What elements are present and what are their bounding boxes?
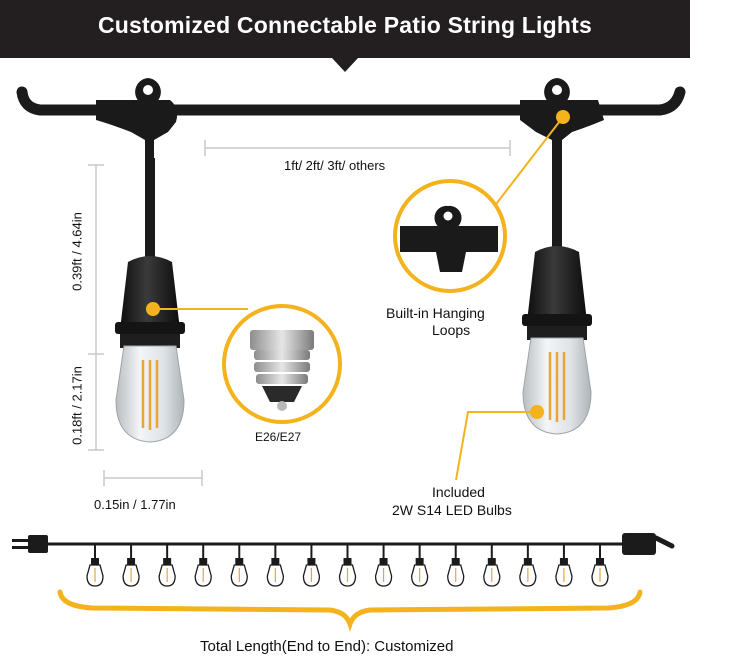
total-length-label: Total Length(End to End): Customized [200,638,454,655]
page-title: Customized Connectable Patio String Ligh… [98,12,592,38]
length-brace [57,589,643,632]
hanging-loop-detail [400,205,498,272]
bulb-width-label: 0.15in / 1.77in [94,497,176,512]
left-drop-wire [145,158,155,258]
base-type-label: E26/E27 [255,430,302,444]
right-socket [522,246,592,340]
plug-female [622,533,656,555]
string-bulb [374,544,393,587]
right-bulb [522,337,592,435]
string-bulb [158,544,176,587]
socket-height-label: 0.39ft / 4.64in [69,212,85,291]
string-bulb [555,544,573,587]
left-connector [96,78,178,160]
string-bulb [266,544,285,587]
right-connector [520,78,604,160]
string-bulb [447,544,465,587]
string-bulb [230,544,248,587]
main-cable [16,86,686,116]
spacing-label: 1ft/ 2ft/ 3ft/ others [284,158,386,173]
spacing-dimension [204,140,511,156]
loops-label-line2: Loops [432,322,471,338]
loops-label-line1: Built-in Hanging [386,305,485,321]
string-bulb [86,544,104,587]
string-bulb [122,544,140,587]
string-bulb [591,544,609,587]
string-bulb [302,544,321,587]
left-socket [115,256,185,348]
bulbs-label-line2: 2W S14 LED Bulbs [392,502,512,518]
width-dimension [103,470,203,486]
bulb-height-label: 0.18ft / 2.17in [69,366,85,445]
height-dimension [88,164,104,451]
title-banner [0,0,690,72]
string-bulb [483,544,501,587]
bulbs-label-line1: Included [432,484,485,500]
bottom-string [12,533,675,587]
string-bulb [338,544,357,587]
bulbs-callout [455,405,544,481]
plug-male [28,535,48,553]
string-bulb [519,544,537,587]
string-bulb [194,544,212,587]
right-drop-wire [552,158,562,248]
string-bulb [410,544,429,587]
e26-base-detail [250,330,314,411]
left-bulb [115,345,185,443]
